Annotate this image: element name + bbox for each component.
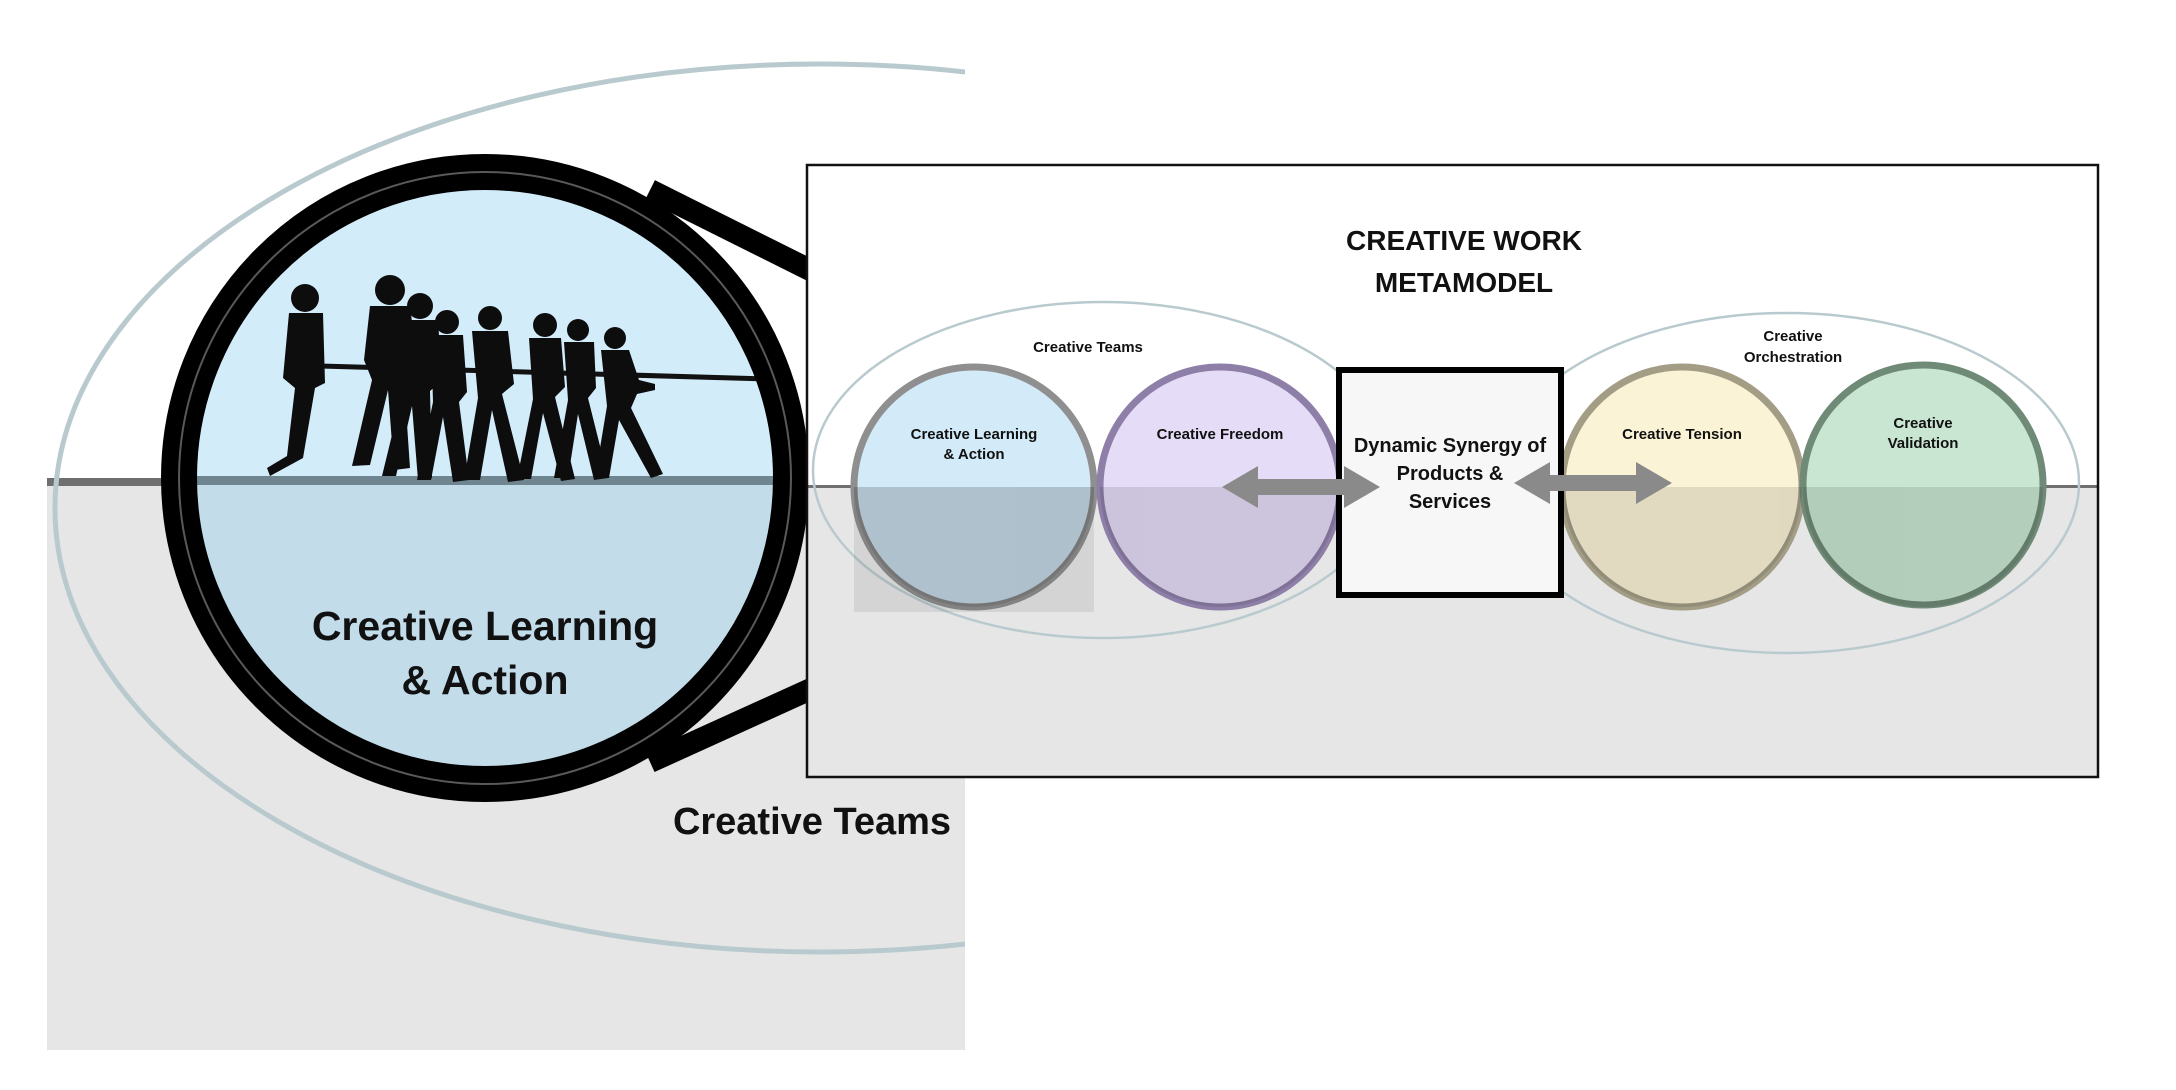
zoomed-group-label: Creative Teams [673, 801, 951, 843]
double-arrow-right [1514, 462, 1672, 504]
circle-label: Creative Tension [1622, 426, 1742, 443]
people-pulling-rope-silhouette [267, 275, 663, 482]
circle-creative-learning-action: Creative Learning & Action [850, 363, 1098, 612]
zoom-circle-title-line1: Creative Learning [312, 603, 658, 649]
circle-label: Validation [1888, 435, 1959, 452]
circle-label: Creative [1893, 415, 1952, 432]
metamodel-frame: Creative Learning & Action Creative Free… [805, 163, 2100, 779]
circle-label: & Action [943, 446, 1004, 463]
center-box-line2: Products & [1397, 463, 1504, 485]
circle-lower-shading [854, 487, 2043, 607]
metamodel-title-line2: METAMODEL [1375, 267, 1553, 298]
circle-label: Creative Learning [911, 426, 1038, 443]
circle-label: Creative Freedom [1157, 426, 1284, 443]
center-box-line3: Services [1409, 491, 1491, 513]
left-group-label: Creative Teams [1033, 339, 1143, 356]
circle-creative-validation: Creative Validation [1799, 361, 2047, 609]
circle-creative-freedom: Creative Freedom [1096, 363, 1344, 611]
double-arrow-left [1222, 466, 1380, 508]
metamodel-border [805, 163, 2100, 779]
creative-teams-ellipse [52, 61, 965, 955]
zoom-circle-title-line2: & Action [401, 657, 568, 703]
zoom-circle: Creative Learning & Action [161, 154, 809, 802]
metamodel-title-line1: CREATIVE WORK [1346, 225, 1582, 256]
right-group-label-line2: Orchestration [1744, 349, 1842, 366]
right-group-label-line1: Creative [1763, 328, 1822, 345]
center-box-line1: Dynamic Synergy of [1354, 435, 1547, 457]
